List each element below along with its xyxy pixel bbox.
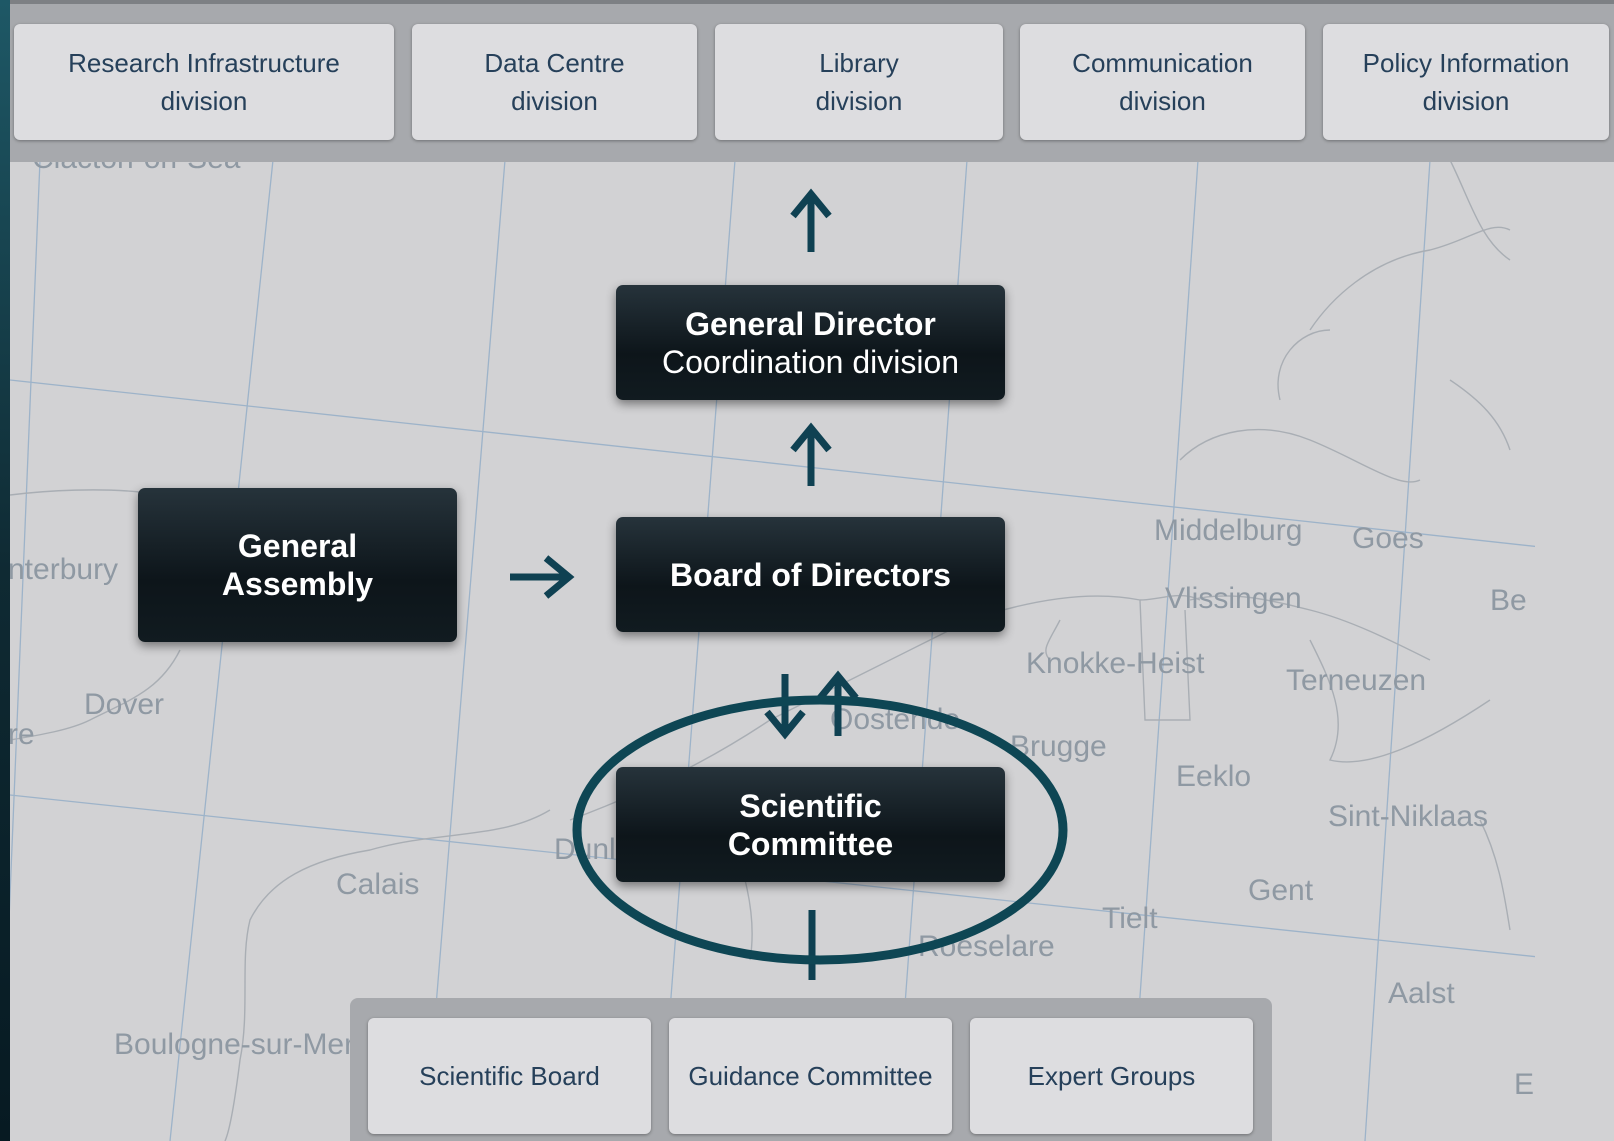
arrow-up-icon	[817, 670, 859, 736]
map-label: Middelburg	[1154, 514, 1303, 547]
map-label: Sint-Niklaas	[1328, 800, 1489, 833]
map-label: Be	[1490, 584, 1527, 617]
general-director-title: General Director	[685, 305, 936, 342]
scientific-committee-box: Scientific Committee	[616, 767, 1005, 882]
map-label: Vlissingen	[1165, 582, 1302, 615]
guidance-committee-tile: Guidance Committee	[669, 1018, 952, 1134]
map-label: Knokke-Heist	[1026, 647, 1205, 680]
highlight-ring	[572, 695, 1068, 965]
arrow-up-icon	[790, 422, 832, 486]
map-label: nterbury	[10, 553, 119, 586]
map-label: Gent	[1248, 874, 1314, 907]
coordination-division-label: Coordination division	[661, 343, 960, 380]
board-of-directors-box: Board of Directors	[616, 517, 1005, 632]
data-centre-division-tile: Data Centre division	[412, 24, 697, 140]
map-label: Aalst	[1388, 977, 1455, 1010]
map-label: Boulogne-sur-Mer	[114, 1028, 355, 1061]
research-infrastructure-division-tile: Research Infrastructure division	[14, 24, 394, 140]
arrow-up-icon	[790, 188, 832, 252]
map-label: Tielt	[1102, 902, 1158, 935]
left-window-edge	[0, 0, 10, 1141]
expert-groups-tile: Expert Groups	[970, 1018, 1253, 1134]
map-label: E	[1514, 1068, 1535, 1101]
general-assembly-box: General Assembly	[138, 488, 457, 642]
map-label: Eeklo	[1176, 760, 1252, 793]
policy-information-division-tile: Policy Information division	[1323, 24, 1609, 140]
arrow-right-icon	[510, 555, 575, 599]
map-label: Terneuzen	[1286, 664, 1427, 697]
map-label: Calais	[336, 868, 420, 901]
communication-division-tile: Communication division	[1020, 24, 1305, 140]
map-label: Goes	[1352, 522, 1424, 555]
connector-line	[808, 910, 816, 980]
library-division-tile: Library division	[715, 24, 1003, 140]
map-label: re	[10, 718, 35, 751]
scientific-board-tile: Scientific Board	[368, 1018, 651, 1134]
map-label: Dover	[84, 688, 165, 721]
